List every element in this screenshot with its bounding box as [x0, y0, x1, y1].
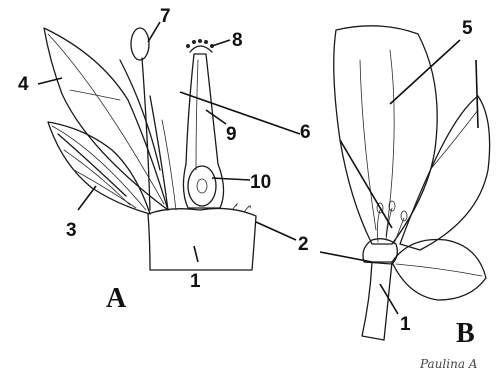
label-3: 3 [66, 220, 77, 241]
panel-label-a: A [106, 283, 127, 314]
bract-leaf [48, 122, 150, 214]
stigma [190, 46, 212, 52]
receptacle-b [363, 239, 397, 264]
label-6: 6 [300, 122, 311, 143]
ovary [188, 166, 216, 206]
anther [131, 28, 149, 60]
label-4: 4 [18, 74, 29, 95]
label-1-a: 1 [190, 271, 201, 292]
petal-b-large [334, 26, 437, 244]
signature: Paulina A [419, 357, 478, 371]
label-5: 5 [462, 18, 473, 39]
panel-b-drawing [334, 26, 490, 340]
petal-b-right [400, 96, 490, 250]
label-8: 8 [232, 30, 243, 51]
leader-lines [38, 22, 478, 314]
label-7: 7 [160, 6, 171, 27]
style-pistil [183, 54, 223, 208]
receptacle-a [148, 208, 256, 270]
stem-b [362, 262, 392, 340]
stamen-filament [142, 58, 150, 210]
panel-label-b: B [456, 318, 475, 349]
label-10: 10 [250, 172, 271, 193]
label-2: 2 [298, 234, 309, 255]
label-9: 9 [226, 124, 237, 145]
label-1-b: 1 [400, 314, 411, 335]
leaf-b [392, 239, 486, 300]
